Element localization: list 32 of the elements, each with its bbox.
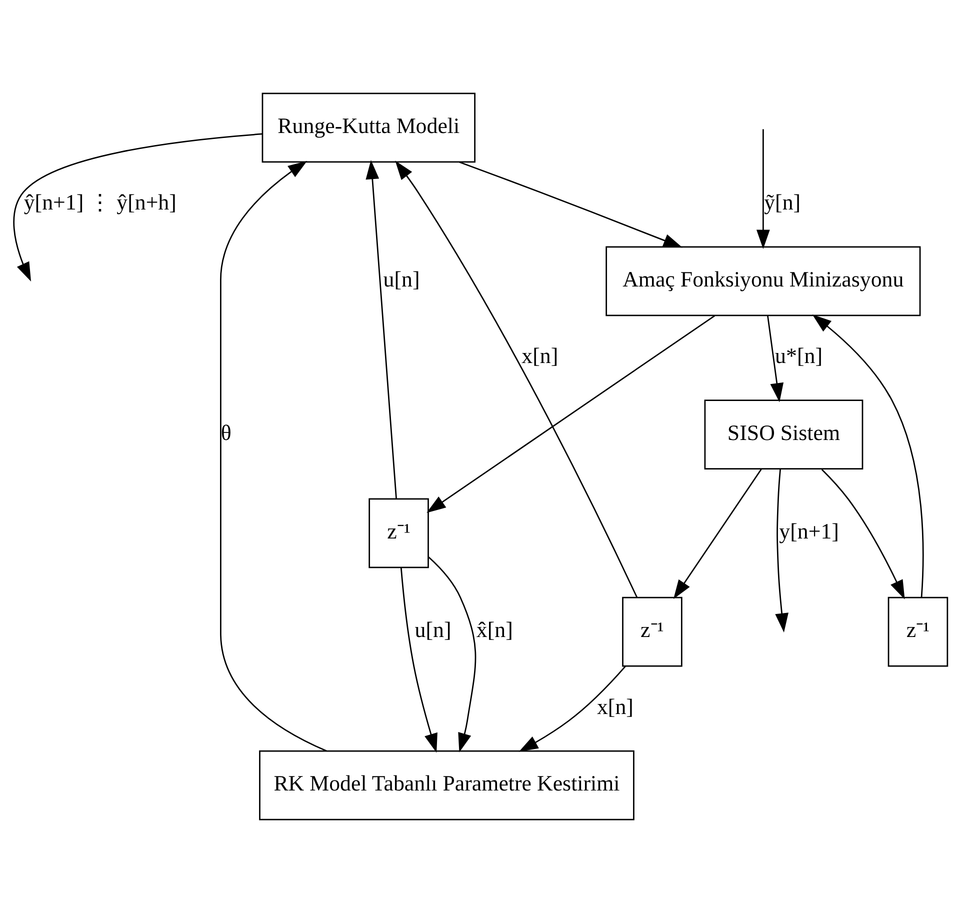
edge-label: x[n] (596, 694, 634, 719)
node-box: RK Model Tabanlı Parametre Kestirimi (259, 750, 634, 820)
arrow (400, 568, 438, 753)
node-box: z⁻¹ (368, 498, 429, 568)
arrow (366, 160, 397, 498)
node-box: z⁻¹ (622, 596, 682, 667)
arrow (812, 314, 924, 598)
edge-label: u[n] (414, 617, 452, 642)
edge-label: θ (220, 420, 232, 445)
edge-label: ỹ[n] (764, 190, 801, 215)
edge-label: u[n] (383, 266, 420, 292)
edge-label: y[n+1] (779, 518, 839, 544)
edge-label: u*[n] (775, 343, 823, 368)
arrow (395, 160, 638, 598)
arrow (673, 468, 762, 600)
arrow (459, 161, 683, 248)
arrow (767, 316, 784, 402)
arrow (821, 468, 905, 600)
arrow (518, 666, 626, 752)
arrow (428, 556, 476, 752)
node-box: Amaç Fonksiyonu Minizasyonu (606, 246, 921, 316)
node-box: z⁻¹ (888, 596, 948, 667)
arrow (13, 133, 262, 282)
arrow (220, 160, 327, 752)
node-box: SISO Sistem (704, 400, 864, 470)
node-box: Runge-Kutta Modeli (262, 92, 476, 163)
edge-label: x̂[n] (476, 617, 513, 642)
edge-label: x[n] (522, 343, 558, 368)
arrow (756, 129, 770, 249)
arrow (775, 469, 788, 632)
arrow (426, 315, 716, 513)
edge-label: ŷ[n+1] ⋮ ŷ[n+h] (24, 190, 176, 215)
